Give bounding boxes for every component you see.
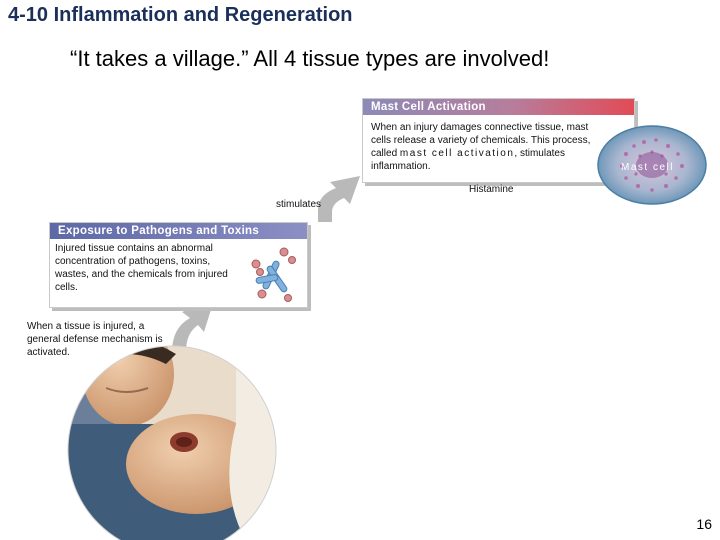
exposure-heading: Exposure to Pathogens and Toxins [50,223,307,239]
mast-cell-activation-text-lead: When an injury damages connective tissue… [371,122,591,159]
mast-cell-activation-heading: Mast Cell Activation [363,99,634,115]
page-title: 4-10 Inflammation and Regeneration [8,4,353,26]
mast-cell-activation-text: When an injury damages connective tissue… [363,115,607,177]
histamine-label: Histamine [469,184,514,195]
injury-caption: When a tissue is injured, a general defe… [27,321,163,358]
injured-boy-photo [67,345,277,540]
page-number: 16 [696,516,712,532]
mast-cell-label: Mast cell [621,162,674,173]
mast-cell-illustration [597,125,707,205]
curved-arrow-icon [318,176,360,222]
mast-cell-activation-text-tail: , stimulates inflammation. [371,148,565,172]
pathogen-cluster-icon [251,247,296,302]
mast-cell-activation-box: Mast Cell Activation When an injury dama… [362,98,635,183]
stimulates-label: stimulates [276,199,322,210]
slide-subtitle: “It takes a village.” All 4 tissue types… [70,46,550,71]
exposure-text: Injured tissue contains an abnormal conc… [55,243,228,293]
mast-cell-activation-term: mast cell activation [399,148,515,159]
